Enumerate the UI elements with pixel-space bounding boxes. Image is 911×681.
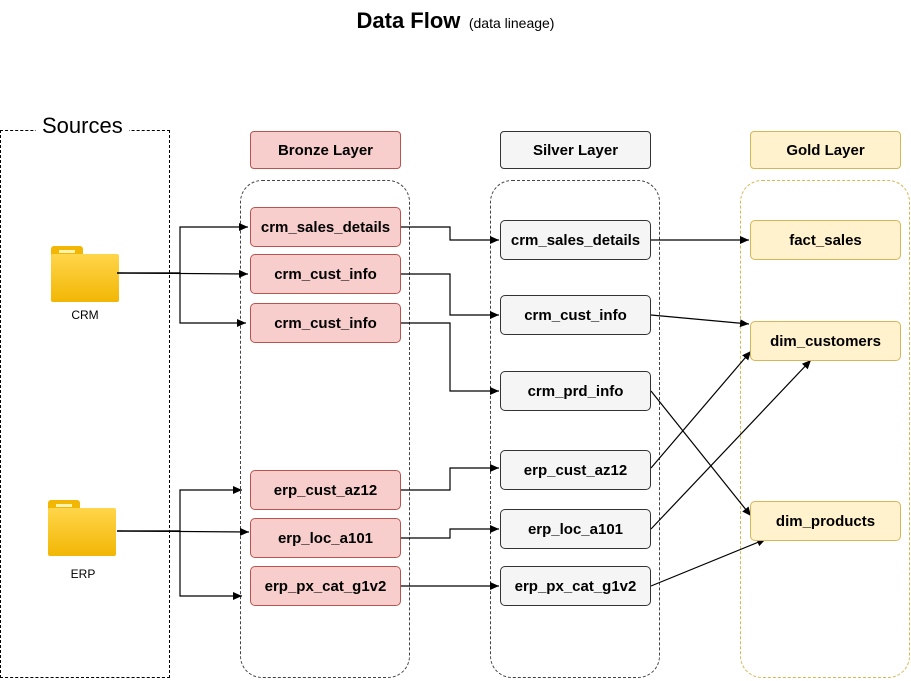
edge-erp-to-cust-az12 [117, 486, 242, 532]
silver-lane [490, 180, 660, 678]
edge-b-cust2-to-s-prd [401, 322, 499, 395]
bronze-node-crm-sales-details: crm_sales_details [250, 207, 401, 247]
silver-layer-header: Silver Layer [500, 131, 651, 169]
silver-node-erp-cust-az12: erp_cust_az12 [500, 450, 651, 490]
sources-label: Sources [36, 113, 129, 139]
silver-node-crm-cust-info: crm_cust_info [500, 295, 651, 335]
bronze-lane [240, 180, 410, 678]
edge-crm-to-cust-info-2 [117, 272, 246, 327]
bronze-node-crm-cust-info-2: crm_cust_info [250, 303, 401, 343]
bronze-node-erp-cust-az12: erp_cust_az12 [250, 470, 401, 510]
silver-node-crm-sales-details: crm_sales_details [500, 220, 651, 260]
title-main: Data Flow [356, 8, 461, 33]
edge-b-loc-to-s-loc [401, 525, 499, 539]
title-subtitle: (data lineage) [468, 15, 555, 31]
bronze-node-erp-loc-a101: erp_loc_a101 [250, 518, 401, 558]
source-label-crm: CRM [71, 308, 99, 322]
silver-node-erp-px-cat-g1v2: erp_px_cat_g1v2 [500, 566, 651, 606]
gold-node-dim-products: dim_products [750, 501, 901, 541]
gold-lane [740, 180, 910, 678]
source-label-erp: ERP [70, 567, 96, 581]
gold-node-fact-sales: fact_sales [750, 220, 901, 260]
edge-b-az12-to-s-az12 [401, 464, 499, 491]
edge-s-az12-to-dim-customers [650, 350, 752, 469]
edge-s-px-to-dim-products [650, 538, 767, 587]
bronze-node-crm-cust-info: crm_cust_info [250, 254, 401, 294]
silver-node-crm-prd-info: crm_prd_info [500, 371, 651, 411]
bronze-layer-header: Bronze Layer [250, 131, 401, 169]
edge-b-sales-to-s-sales [401, 226, 499, 244]
gold-layer-header: Gold Layer [750, 131, 901, 169]
edge-s-prd-to-dim-products [650, 390, 752, 517]
bronze-node-erp-px-cat-g1v2: erp_px_cat_g1v2 [250, 566, 401, 606]
edge-crm-to-sales-details [117, 223, 248, 274]
edge-b-cust-to-s-cust [401, 273, 499, 319]
edge-s-loc-to-dim-customers [650, 359, 812, 530]
silver-node-erp-loc-a101: erp_loc_a101 [500, 509, 651, 549]
edge-erp-to-px-cat [117, 530, 242, 600]
edge-s-cust-to-dim-customers [650, 314, 750, 328]
gold-node-dim-customers: dim_customers [750, 321, 901, 361]
diagram-title: Data Flow (data lineage) [0, 8, 911, 34]
